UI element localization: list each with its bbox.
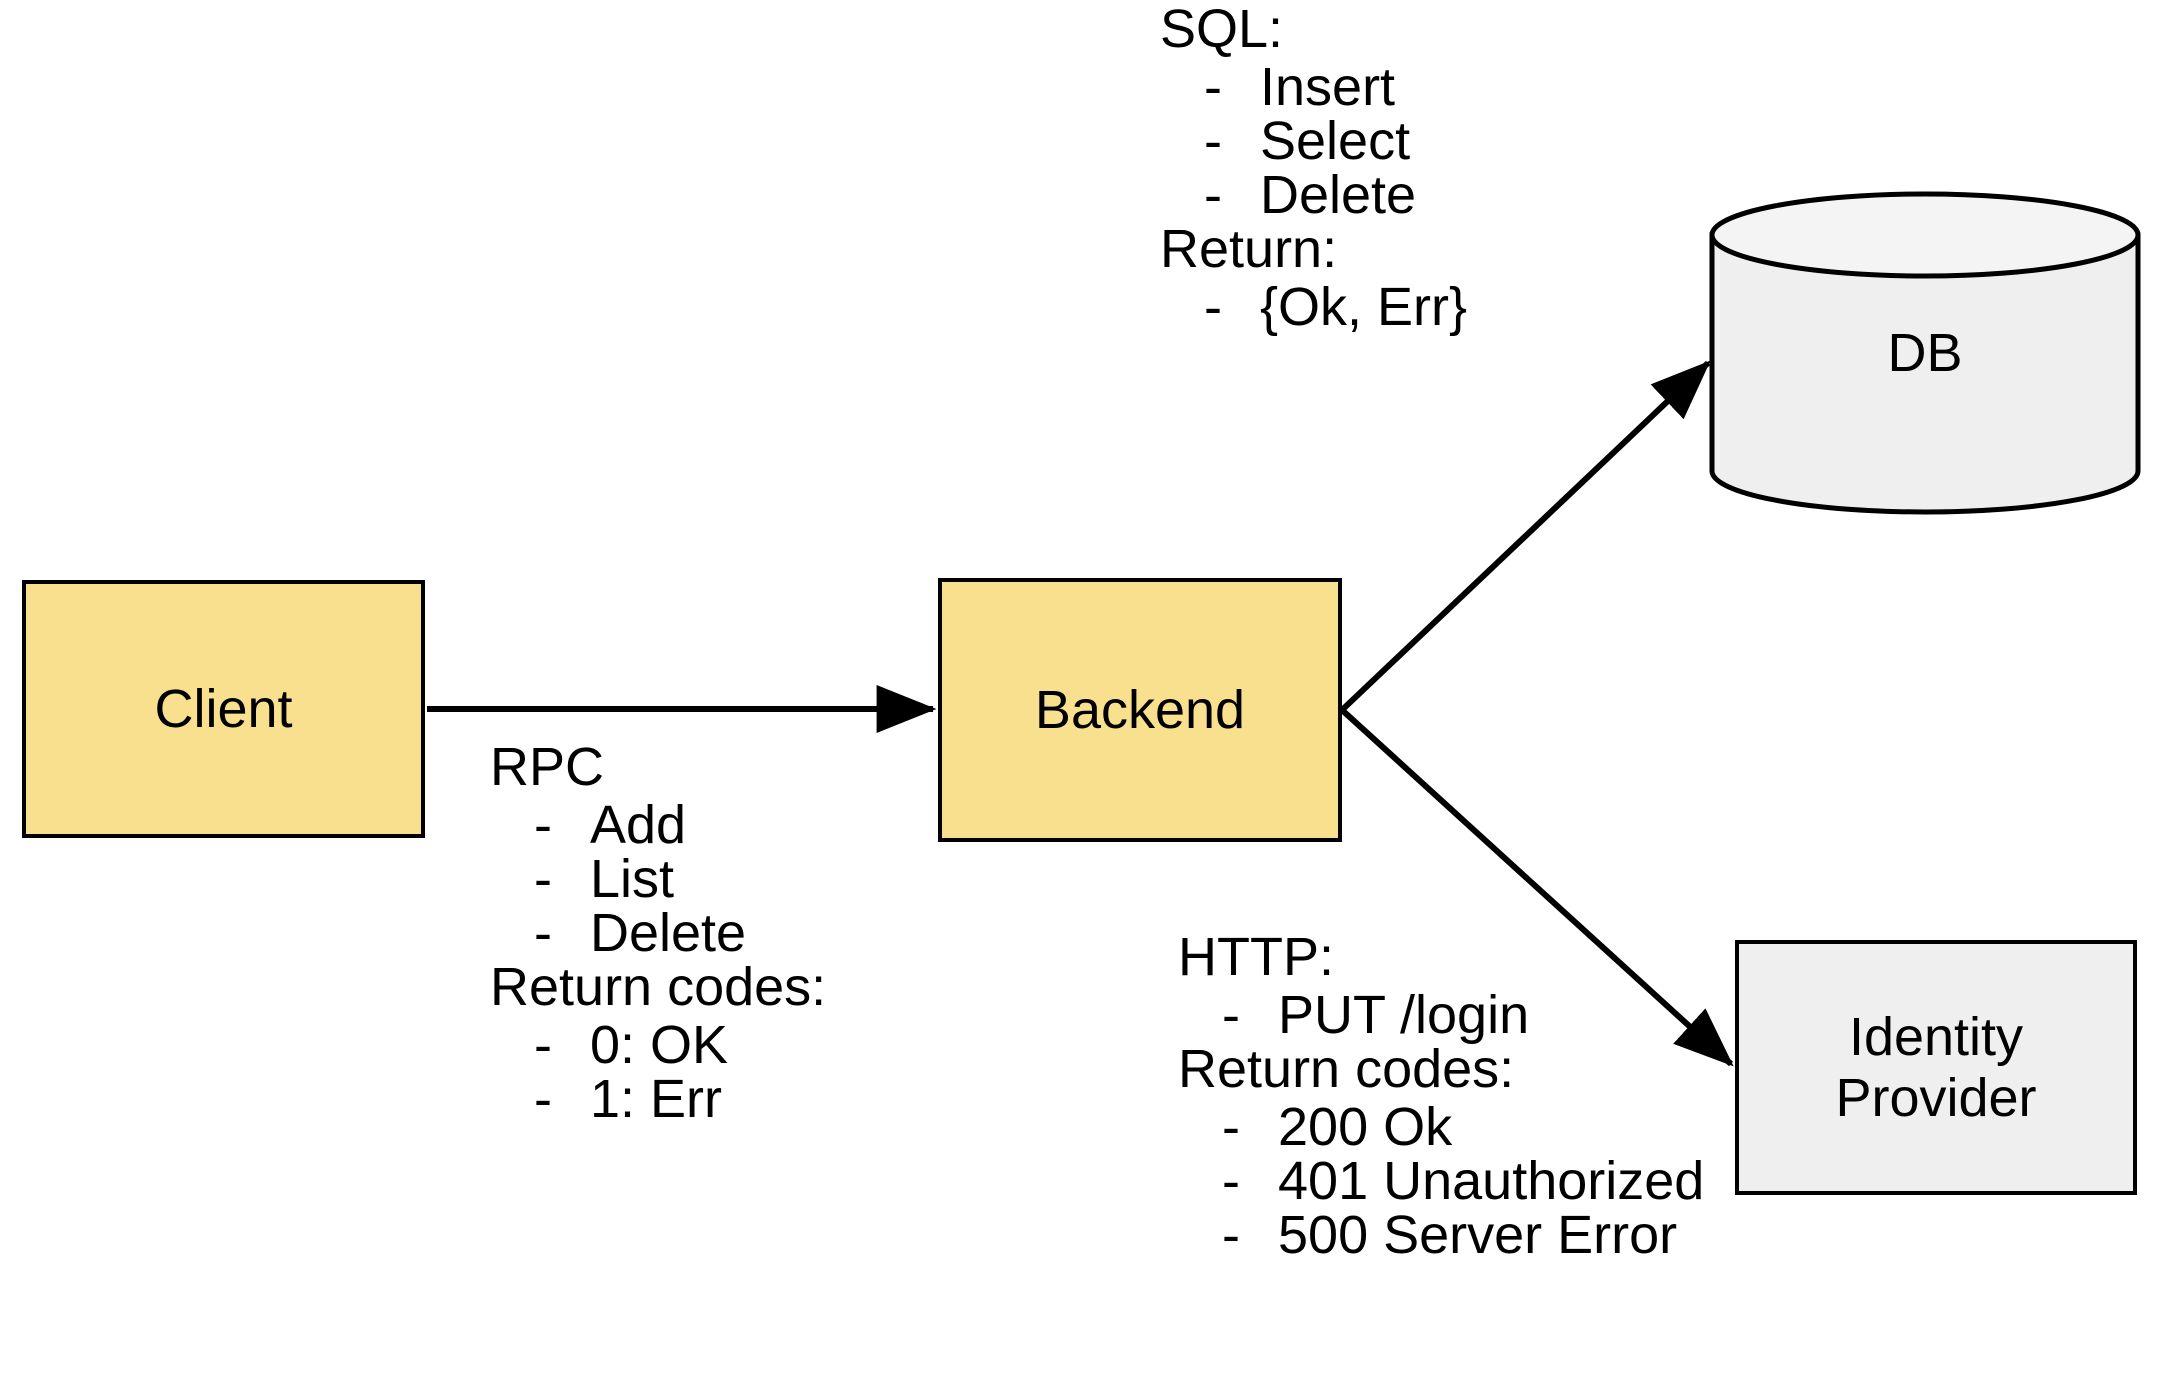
- bullet-text: Add: [590, 795, 687, 855]
- node-identity-provider[interactable]: Identity Provider: [1735, 940, 2137, 1195]
- annotation-rpc-returns-heading: Return codes:: [490, 957, 827, 1017]
- bullet-text: 1: Err: [590, 1069, 723, 1129]
- bullet-text: Delete: [590, 903, 747, 963]
- annotation-sql-methods: -Insert -Select -Delete: [1160, 60, 1467, 222]
- annotation-sql-returns: -{Ok, Err}: [1160, 280, 1467, 334]
- bullet-dash: -: [1222, 1205, 1240, 1265]
- list-item: -List: [490, 852, 826, 906]
- bullet-text: Select: [1260, 111, 1411, 171]
- bullet-dash: -: [1204, 111, 1222, 171]
- bullet-dash: -: [1222, 1151, 1240, 1211]
- annotation-rpc-heading: RPC: [490, 737, 605, 797]
- list-item: -Delete: [490, 906, 826, 960]
- annotation-http-returns-heading: Return codes:: [1178, 1039, 1515, 1099]
- node-db-label: DB: [1887, 323, 1963, 383]
- bullet-text: {Ok, Err}: [1260, 277, 1468, 337]
- list-item: -Insert: [1160, 60, 1467, 114]
- bullet-dash: -: [534, 849, 552, 909]
- bullet-dash: -: [534, 903, 552, 963]
- list-item: -0: OK: [490, 1018, 826, 1072]
- node-backend-label: Backend: [1034, 679, 1246, 740]
- bullet-dash: -: [534, 1069, 552, 1129]
- bullet-text: PUT /login: [1278, 985, 1530, 1045]
- node-backend[interactable]: Backend: [938, 578, 1342, 842]
- bullet-text: 0: OK: [590, 1015, 729, 1075]
- bullet-text: Insert: [1260, 57, 1396, 117]
- bullet-text: List: [590, 849, 675, 909]
- annotation-sql-heading: SQL:: [1160, 0, 1284, 59]
- annotation-rpc-returns: -0: OK -1: Err: [490, 1018, 826, 1126]
- bullet-dash: -: [534, 795, 552, 855]
- edge-backend-to-db: [1339, 360, 1711, 713]
- database-cylinder-icon: [1709, 191, 2141, 515]
- annotation-sql: SQL: -Insert -Select -Delete Return: -{O…: [1160, 2, 1467, 334]
- list-item: -{Ok, Err}: [1160, 280, 1467, 334]
- bullet-dash: -: [1204, 165, 1222, 225]
- list-item: -500 Server Error: [1178, 1208, 1704, 1262]
- annotation-http-heading: HTTP:: [1178, 927, 1334, 987]
- annotation-sql-returns-heading: Return:: [1160, 219, 1338, 279]
- list-item: -200 Ok: [1178, 1100, 1704, 1154]
- list-item: -PUT /login: [1178, 988, 1704, 1042]
- node-identity-provider-label: Identity Provider: [1835, 1007, 2037, 1128]
- annotation-rpc-methods: -Add -List -Delete: [490, 798, 826, 960]
- bullet-dash: -: [1204, 277, 1222, 337]
- bullet-dash: -: [534, 1015, 552, 1075]
- node-client[interactable]: Client: [22, 580, 425, 838]
- annotation-rpc: RPC -Add -List -Delete Return codes: -0:…: [490, 740, 826, 1126]
- bullet-text: 401 Unauthorized: [1278, 1151, 1705, 1211]
- bullet-text: 500 Server Error: [1278, 1205, 1678, 1265]
- bullet-dash: -: [1222, 1097, 1240, 1157]
- bullet-dash: -: [1204, 57, 1222, 117]
- list-item: -Select: [1160, 114, 1467, 168]
- list-item: -Add: [490, 798, 826, 852]
- list-item: -401 Unauthorized: [1178, 1154, 1704, 1208]
- bullet-text: 200 Ok: [1278, 1097, 1453, 1157]
- annotation-http-returns: -200 Ok -401 Unauthorized -500 Server Er…: [1178, 1100, 1704, 1262]
- bullet-dash: -: [1222, 985, 1240, 1045]
- annotation-http: HTTP: -PUT /login Return codes: -200 Ok …: [1178, 930, 1704, 1262]
- node-db[interactable]: DB: [1708, 190, 2142, 516]
- list-item: -1: Err: [490, 1072, 826, 1126]
- bullet-text: Delete: [1260, 165, 1417, 225]
- list-item: -Delete: [1160, 168, 1467, 222]
- annotation-http-methods: -PUT /login: [1178, 988, 1704, 1042]
- node-client-label: Client: [154, 678, 293, 739]
